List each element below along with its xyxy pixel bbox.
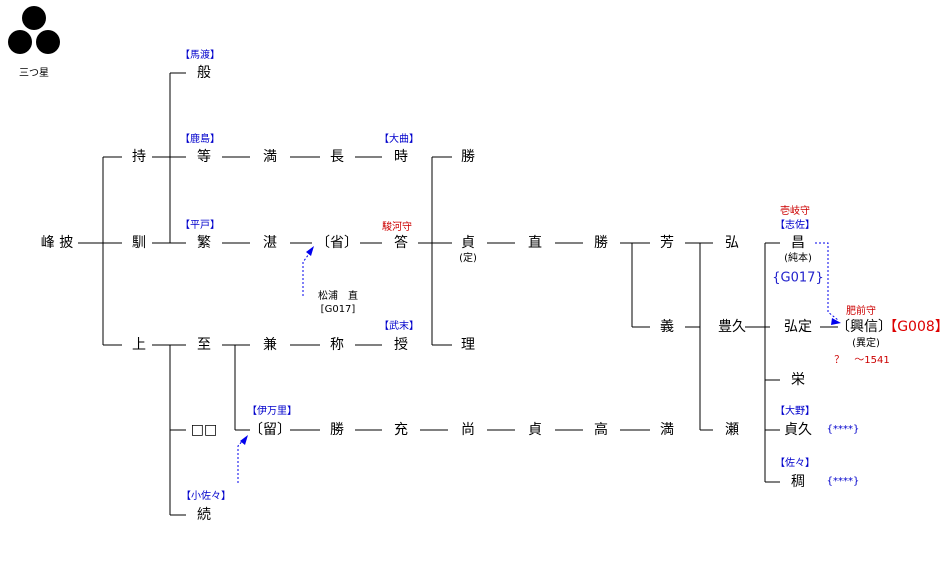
person-sada: 貞 [461,235,475,251]
person-sadahisa: 貞久 [784,422,812,438]
region-hirado: 【平戸】 [180,220,220,231]
person-hirosada: 弘定 [784,319,812,335]
person-gi: 義 [660,319,674,335]
region-imari: 【伊万里】 [247,406,297,417]
person-se: 瀬 [725,422,739,438]
code-g017: {G017} [772,270,824,286]
person-mitsuru: 充 [394,422,408,438]
person-katsu: 勝 [461,149,475,165]
person-kokuko: □□ [190,422,218,438]
title-ikinokami: 壱岐守 [780,206,810,217]
crest-label: 三つ星 [19,68,49,79]
title-hizennokami: 肥前守 [846,306,876,317]
code-stars-1: {****} [826,424,860,435]
person-tou: 等 [197,149,211,165]
person-sei: 〔省〕 [316,235,358,251]
person-toyohisa: 豊久 [718,319,746,335]
person-tsuzuku: 続 [197,507,211,523]
person-shige: 繁 [197,235,211,251]
person-kami: 上 [132,337,146,353]
person-tome: 〔留〕 [249,422,291,438]
person-mitsu2: 満 [660,422,674,438]
region-shisa: 【志佐】 [775,220,815,231]
person-kotae: 答 [394,235,408,251]
note-akira: (純本) [784,253,812,264]
note-g017-small: [G017] [320,304,356,315]
region-kosasa: 【小佐々】 [181,491,231,502]
person-hiro: 弘 [725,235,739,251]
person-sada2: 貞 [528,422,542,438]
person-kun: 馴 [132,235,146,251]
person-ri: 理 [461,337,475,353]
title-suruganokami: 駿河守 [382,222,412,233]
region-takesue: 【武末】 [379,321,419,332]
code-stars-2: {****} [826,476,860,487]
person-katsu2: 勝 [330,422,344,438]
code-g008: 【G008】 [883,319,948,335]
person-itaru: 至 [197,337,211,353]
person-shu: 稠 [791,474,805,490]
person-sakae: 栄 [791,372,805,388]
person-mitsu: 満 [263,149,277,165]
person-sazuku: 授 [394,337,408,353]
person-taka: 高 [594,422,608,438]
person-toki: 時 [394,149,408,165]
person-mochi: 持 [132,149,146,165]
person-ken: 兼 [263,337,277,353]
region-mawatari: 【馬渡】 [180,50,220,61]
region-sasa: 【佐々】 [775,458,815,469]
person-hokihi: 峰 披 [40,235,74,251]
mitsuboshi-crest-icon [8,6,62,56]
person-akira: 昌 [791,235,805,251]
note-okinobu: (異定) [852,338,880,349]
region-omagari: 【大曲】 [379,134,419,145]
person-tan: 湛 [263,235,277,251]
person-nao: 直 [528,235,542,251]
person-naga: 長 [330,149,344,165]
region-kashima: 【鹿島】 [180,134,220,145]
person-dan: 般 [197,65,211,81]
person-okinobu: 〔興信〕 [836,319,892,335]
region-ono: 【大野】 [775,406,815,417]
person-nao2: 尚 [461,422,475,438]
person-sho: 称 [330,337,344,353]
person-katsu3: 勝 [594,235,608,251]
note-sada: (定) [459,253,477,264]
note-years: ？ 〜1541 [834,355,890,366]
person-yoshi: 芳 [660,235,674,251]
note-matsura-nao: 松浦 直 [318,291,358,302]
